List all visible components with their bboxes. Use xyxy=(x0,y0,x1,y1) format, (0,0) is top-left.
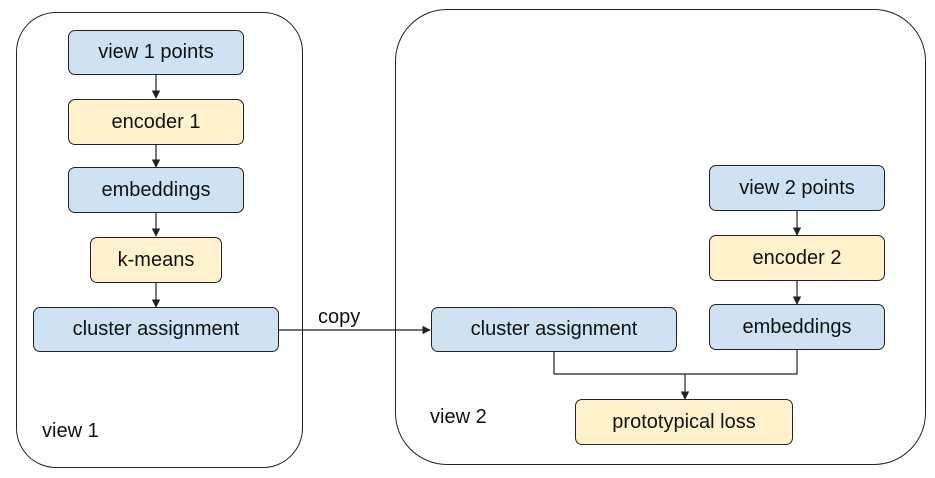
copy-label: copy xyxy=(318,306,361,328)
cluster-assignment-2-node: cluster assignment xyxy=(431,307,677,352)
embeddings-1-node: embeddings xyxy=(68,167,244,213)
prototypical-loss-node: prototypical loss xyxy=(575,399,793,445)
k-means-node: k-means xyxy=(90,237,222,283)
view-2-label: view 2 xyxy=(430,406,487,428)
cluster-assignment-1-node: cluster assignment xyxy=(33,307,279,352)
encoder-1-node: encoder 1 xyxy=(68,99,244,145)
view-1-label: view 1 xyxy=(42,420,99,442)
embeddings-2-node: embeddings xyxy=(709,304,885,350)
merge-cluster-branch xyxy=(553,352,685,375)
merge-embeddings-branch xyxy=(685,350,798,375)
encoder-2-node: encoder 2 xyxy=(709,235,885,281)
view-1-points-node: view 1 points xyxy=(68,30,244,75)
view-2-points-node: view 2 points xyxy=(709,165,885,211)
